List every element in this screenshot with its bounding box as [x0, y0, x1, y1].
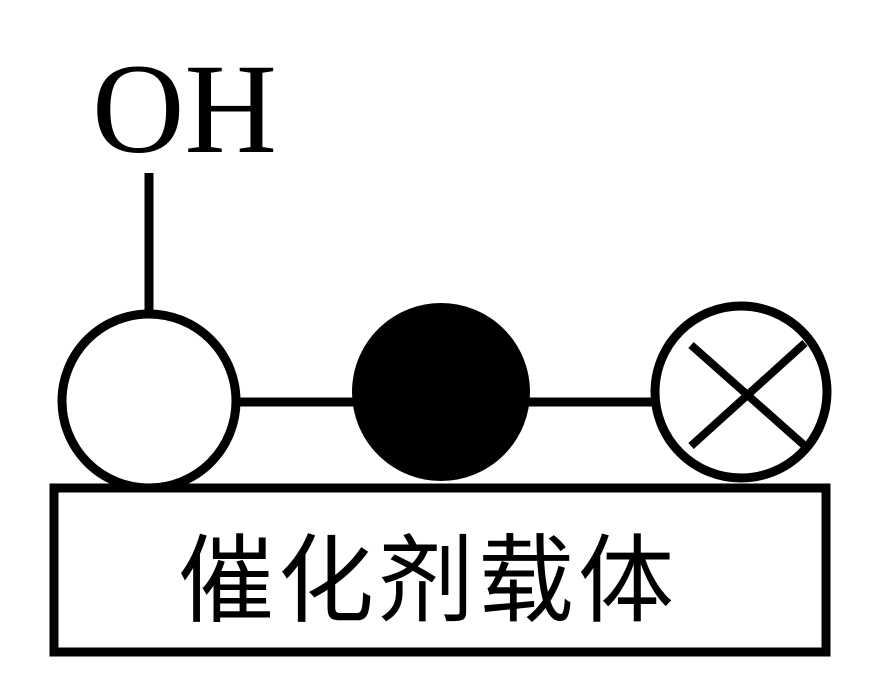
- cross-line-b: [688, 340, 808, 449]
- catalyst-support-label: 催化剂载体: [178, 525, 678, 637]
- filled-circle-atom: [352, 303, 530, 481]
- catalyst-support-box: [49, 483, 831, 657]
- hydroxyl-label: OH: [92, 38, 277, 180]
- open-circle-atom: [57, 309, 241, 493]
- crossed-circle-atom: [650, 301, 832, 483]
